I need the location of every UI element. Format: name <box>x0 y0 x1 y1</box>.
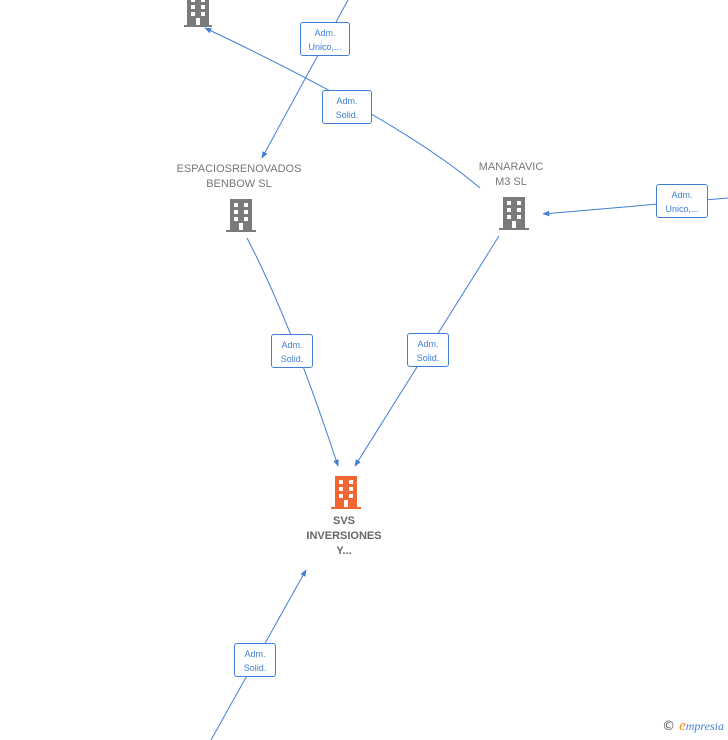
edge-label-line: Unico,... <box>665 204 699 214</box>
node-label-line: SVS <box>332 515 355 527</box>
edge-label-line: Solid. <box>243 663 267 673</box>
building-icon[interactable] <box>224 198 258 234</box>
edge-label-adm-solid[interactable]: Adm. Solid. <box>234 643 276 677</box>
edge-label-line: Adm. <box>336 96 358 106</box>
edge-label-adm-solid[interactable]: Adm. Solid. <box>271 334 313 368</box>
node-label-line: INVERSIONES <box>306 530 382 542</box>
copyright-icon: © <box>662 719 676 734</box>
empresia-footer: ©empresia <box>662 718 724 735</box>
edge-label-adm-unico[interactable]: Adm. Unico,... <box>656 184 708 218</box>
edge-label-line: Adm. <box>417 339 439 349</box>
edge-label-line: Adm. <box>244 649 266 659</box>
edge-label-adm-solid[interactable]: Adm. Solid. <box>407 333 449 367</box>
brand-name: mpresia <box>685 719 724 733</box>
node-svs-inversiones[interactable]: SVS INVERSIONES Y... <box>294 514 394 559</box>
edge-label-line: Unico,... <box>308 42 342 52</box>
node-label-line: Y... <box>336 545 352 557</box>
edge-label-line: Solid. <box>416 353 440 363</box>
building-icon[interactable] <box>497 196 531 232</box>
node-label-line: BENBOW SL <box>206 178 272 190</box>
node-espaciosrenovados[interactable]: ESPACIOSRENOVADOS BENBOW SL <box>164 162 314 192</box>
node-label-line: ESPACIOSRENOVADOS <box>176 163 302 175</box>
node-top-company[interactable] <box>164 0 212 28</box>
edge-label-line: Solid. <box>280 354 304 364</box>
edge-label-adm-unico[interactable]: Adm. Unico,... <box>300 22 350 56</box>
node-manaravic[interactable]: MANARAVIC M3 SL <box>461 160 561 190</box>
node-label-line: M3 SL <box>495 176 527 188</box>
building-icon <box>184 0 212 27</box>
node-label-line: MANARAVIC <box>478 161 544 173</box>
edge-label-line: Adm. <box>671 190 693 200</box>
edge-label-line: Adm. <box>314 28 336 38</box>
edge-label-adm-solid[interactable]: Adm. Solid. <box>322 90 372 124</box>
edge-label-line: Solid. <box>335 110 359 120</box>
edge-label-line: Adm. <box>281 340 303 350</box>
main-building-icon[interactable] <box>329 475 363 511</box>
brand-initial: e <box>679 718 686 734</box>
